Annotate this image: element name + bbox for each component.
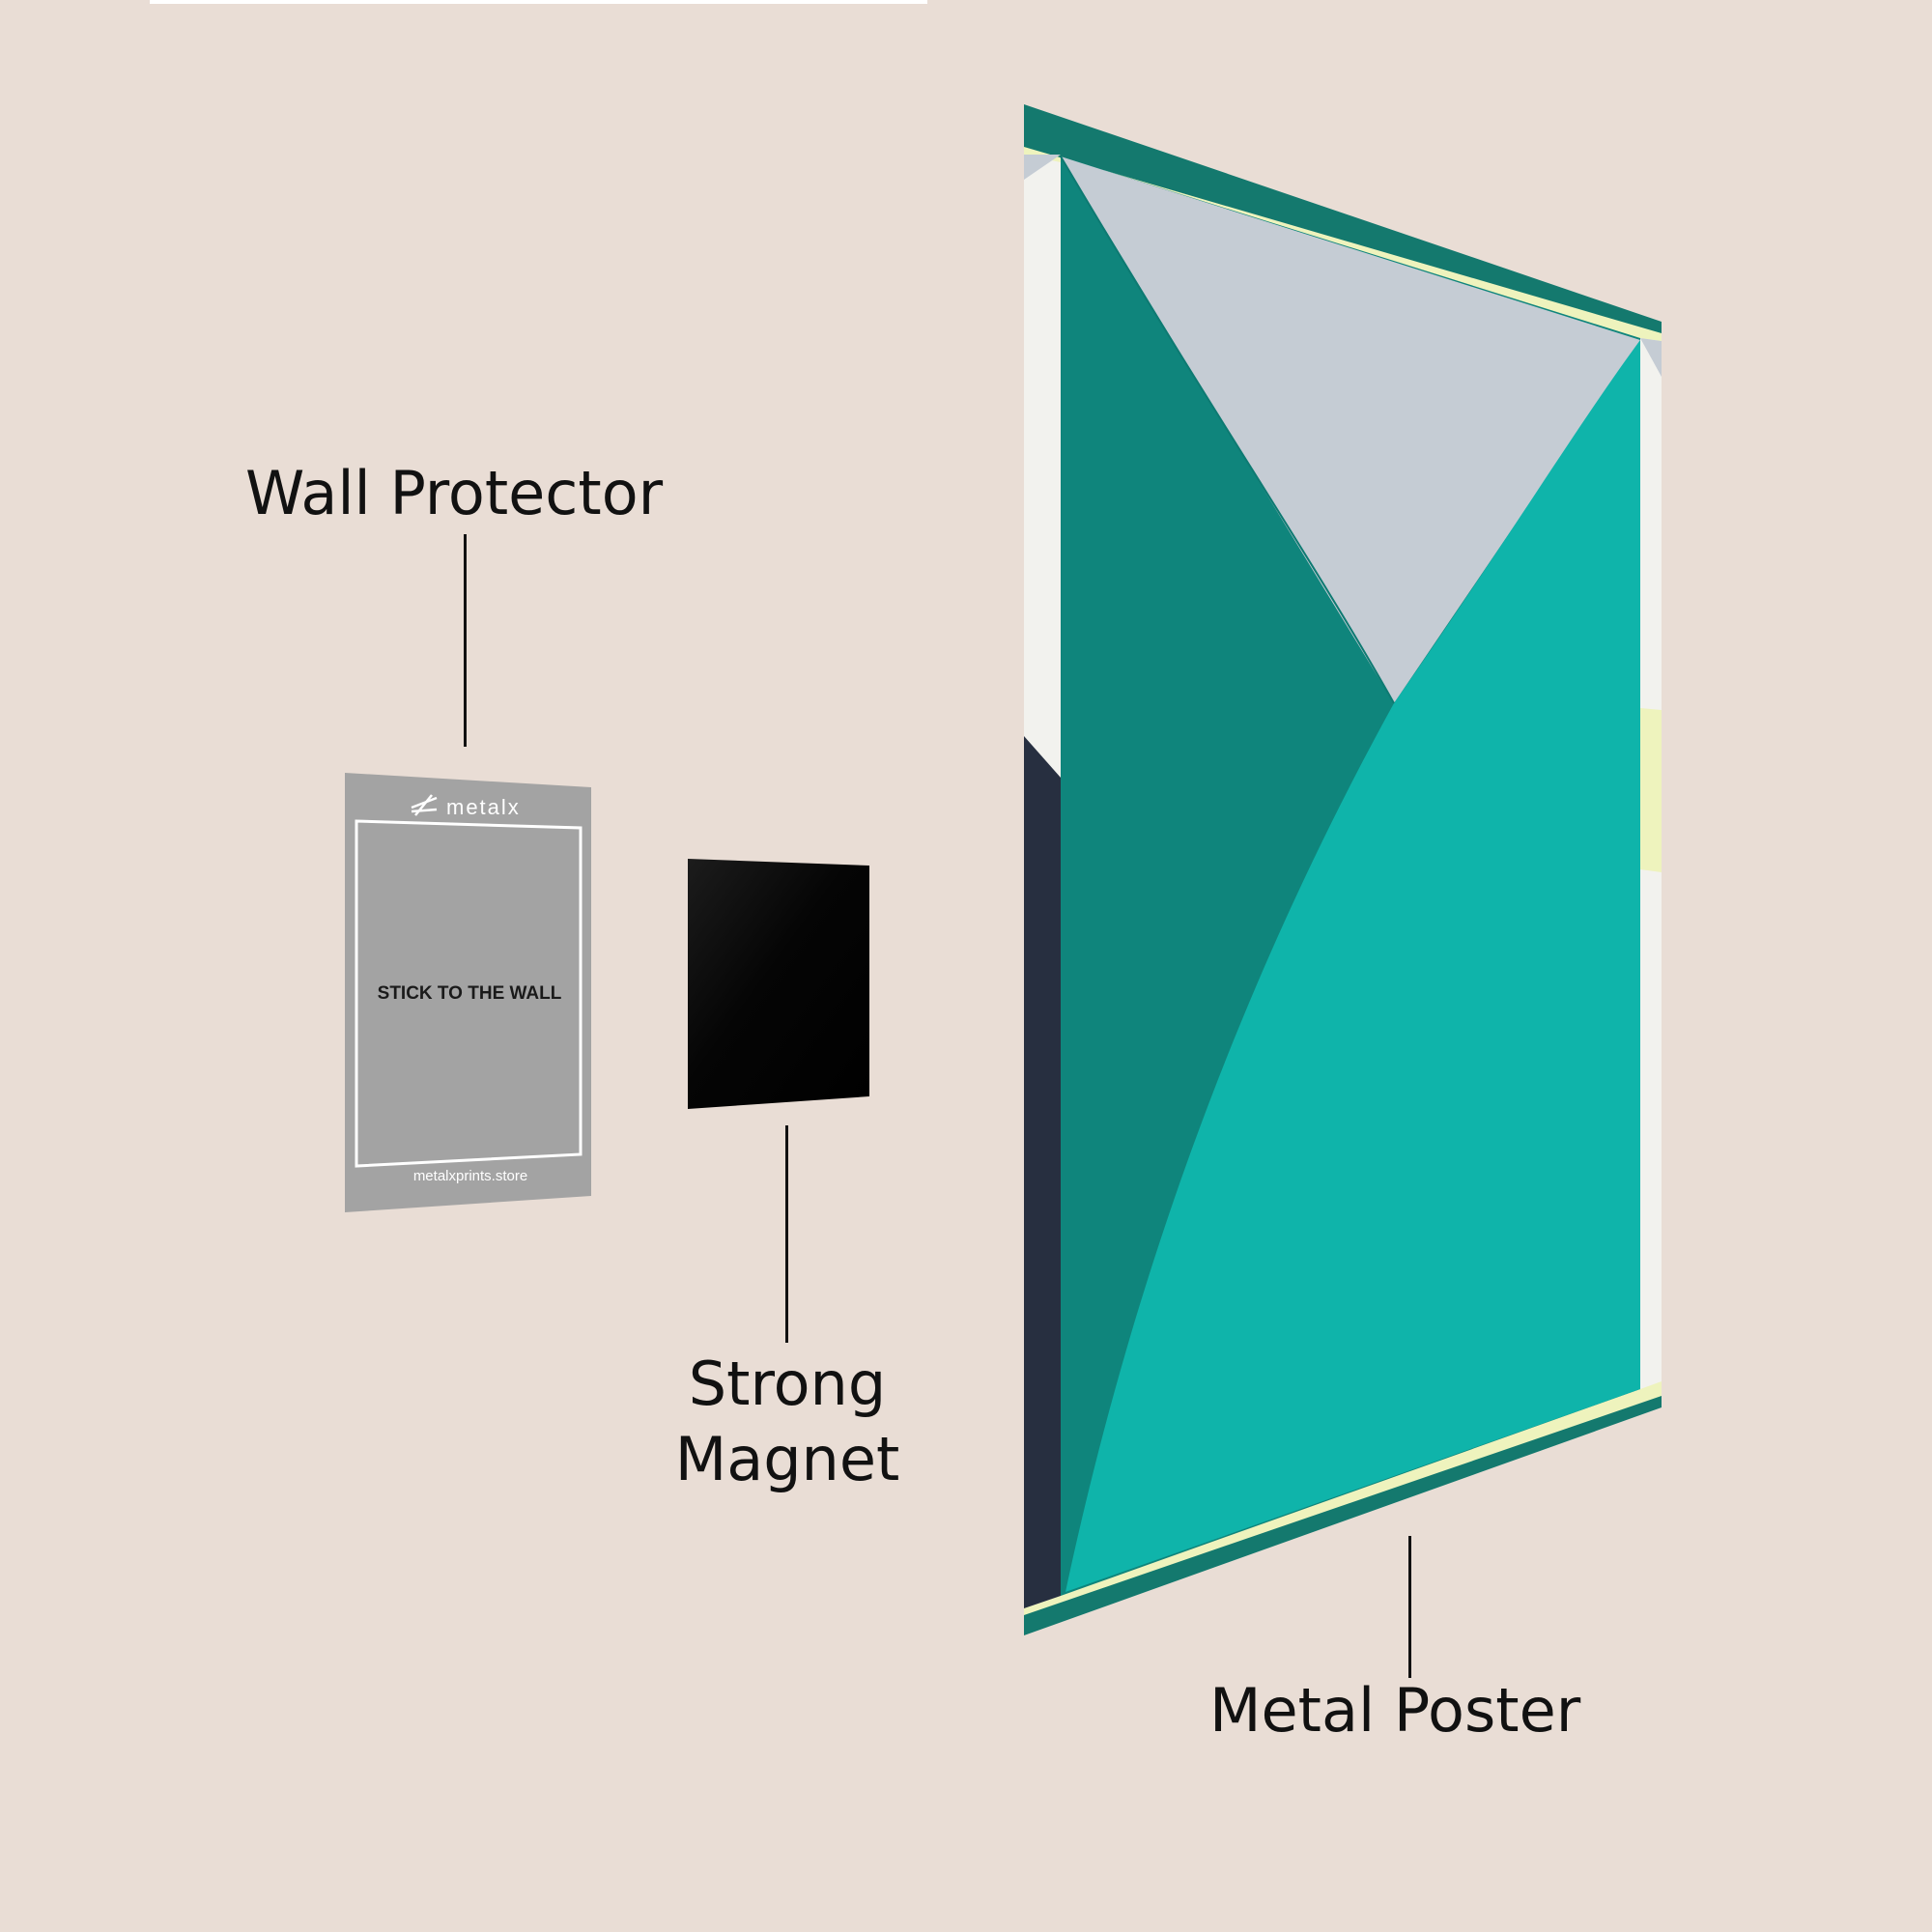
wall-protector-card: metalx STICK TO THE WALL metalxprints.st… (345, 773, 591, 1212)
strong-magnet (688, 859, 869, 1109)
poster-art-curve (1060, 156, 1395, 704)
wall-protector-pointer-line (464, 534, 467, 747)
stick-to-wall-text: STICK TO THE WALL (378, 983, 562, 1004)
poster-corner-top-left (1024, 155, 1061, 180)
poster-right-yellow (1640, 708, 1662, 872)
poster-art-grey-triangle (1061, 156, 1640, 703)
poster-corner-top-right (1640, 338, 1662, 377)
wall-protector-border (355, 819, 582, 1168)
metal-poster-label: Metal Poster (1209, 1675, 1581, 1746)
metalx-brand-text: metalx (446, 795, 521, 819)
wall-protector-label: Wall Protector (245, 458, 664, 528)
poster-art-light-teal (1065, 340, 1640, 1592)
strong-magnet-label: Strong Magnet (633, 1347, 942, 1497)
strong-magnet-label-line2: Magnet (674, 1424, 900, 1494)
strong-magnet-label-line1: Strong (688, 1349, 887, 1419)
metal-poster-pointer-line (1408, 1536, 1411, 1678)
wall-protector-sheet (345, 773, 591, 1212)
metal-poster (1024, 104, 1662, 1635)
website-text: metalxprints.store (413, 1168, 527, 1184)
strong-magnet-pointer-line (785, 1125, 788, 1343)
metalx-logo-icon (411, 794, 438, 816)
poster-navy-edge (1024, 736, 1061, 1608)
top-edge-strip (150, 0, 927, 4)
